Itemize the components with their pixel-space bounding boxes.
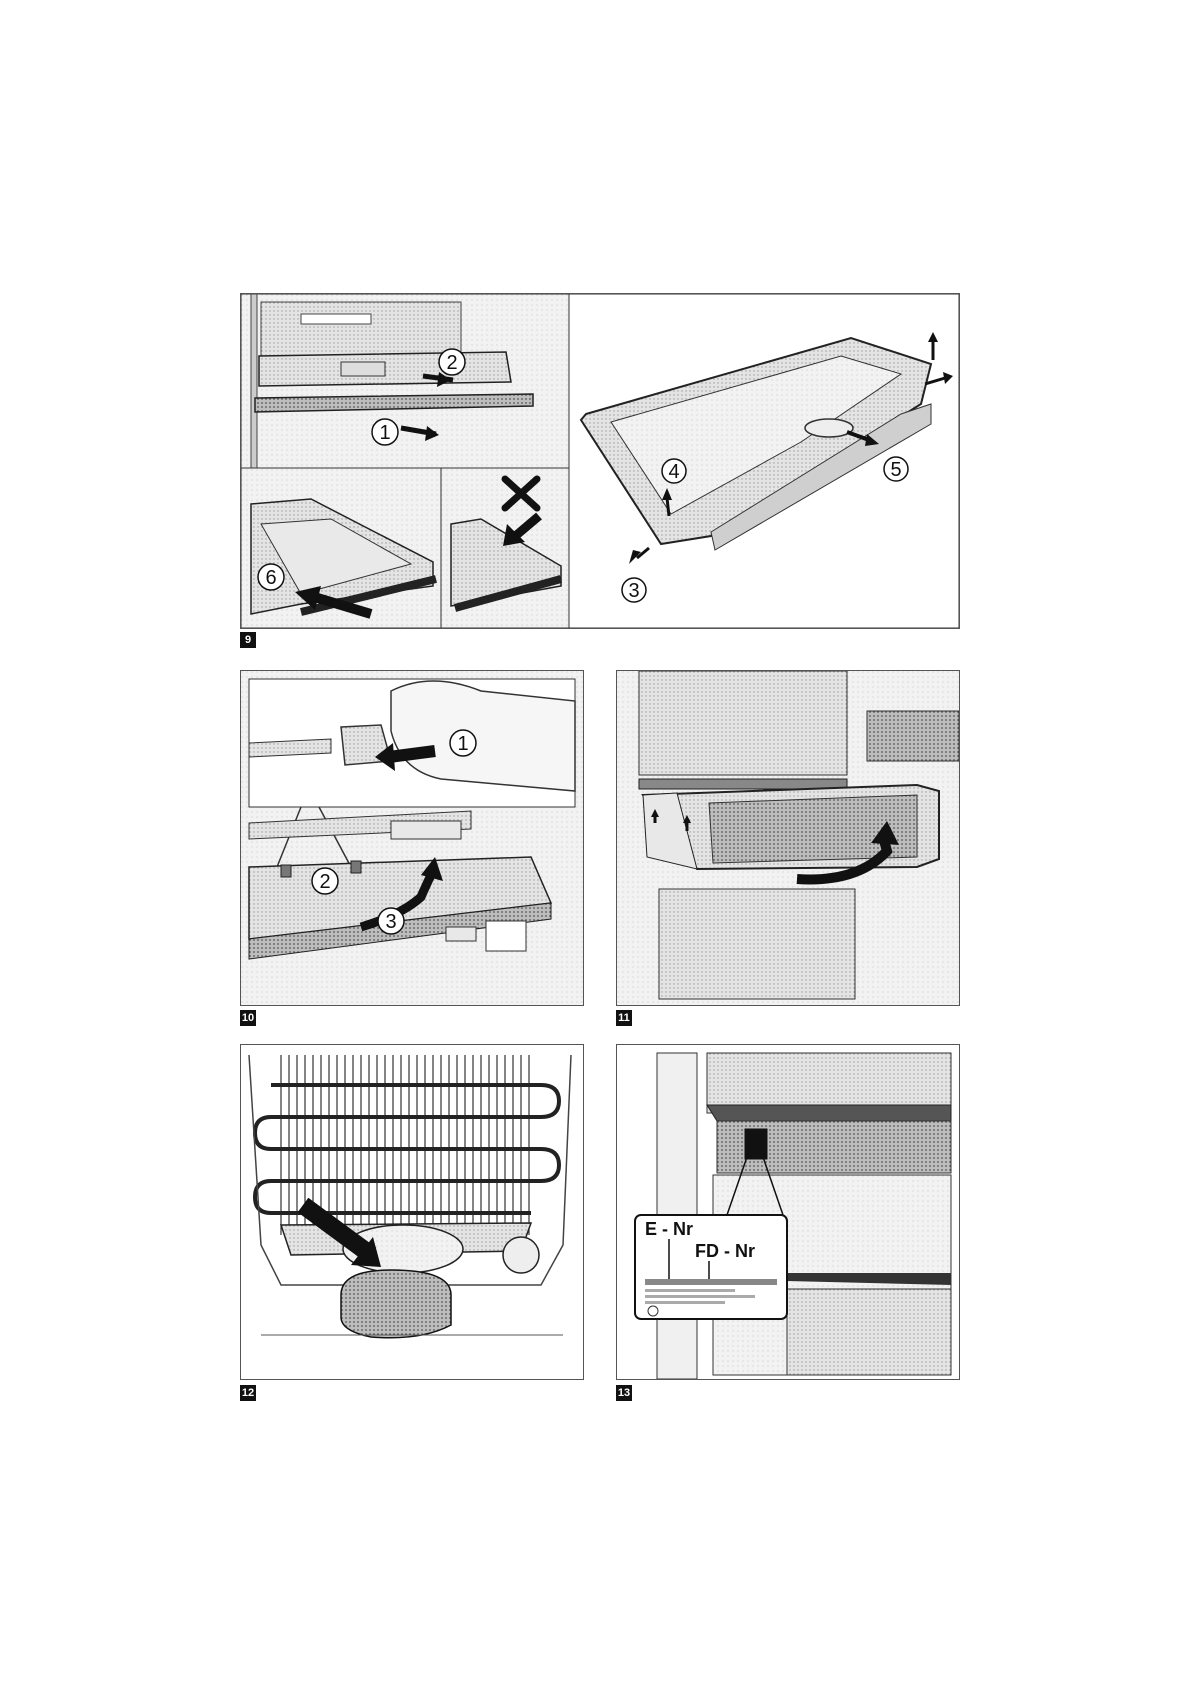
step-2-label: 2	[446, 352, 457, 374]
fd-nr-label: FD - Nr	[695, 1241, 755, 1261]
figure-11	[616, 670, 960, 1006]
figure-9-number: 9	[240, 632, 256, 648]
figure-12-number: 12	[240, 1385, 256, 1401]
e-nr-label: E - Nr	[645, 1219, 693, 1239]
figure-10-illustration: 1 2 3	[241, 671, 583, 1005]
figure-13-number: 13	[616, 1385, 632, 1401]
step-4-label: 4	[668, 461, 679, 483]
step-3-label: 3	[385, 911, 396, 933]
step-2-label: 2	[319, 871, 330, 893]
figure-13-illustration: E - Nr FD - Nr	[617, 1045, 959, 1379]
figure-11-illustration	[617, 671, 959, 1005]
step-1-label: 1	[379, 422, 390, 444]
step-3-label: 3	[628, 580, 639, 602]
figure-13: E - Nr FD - Nr	[616, 1044, 960, 1380]
figure-11-number: 11	[616, 1010, 632, 1026]
step-1-label: 1	[457, 733, 468, 755]
figure-10-number: 10	[240, 1010, 256, 1026]
step-6-label: 6	[265, 567, 276, 589]
figure-9-illustration: 2 1 6 5	[241, 294, 959, 628]
figure-9: 2 1 6 5	[240, 293, 960, 629]
figure-12-illustration	[241, 1045, 583, 1379]
figure-12	[240, 1044, 584, 1380]
step-5-label: 5	[890, 459, 901, 481]
figure-10: 1 2 3	[240, 670, 584, 1006]
